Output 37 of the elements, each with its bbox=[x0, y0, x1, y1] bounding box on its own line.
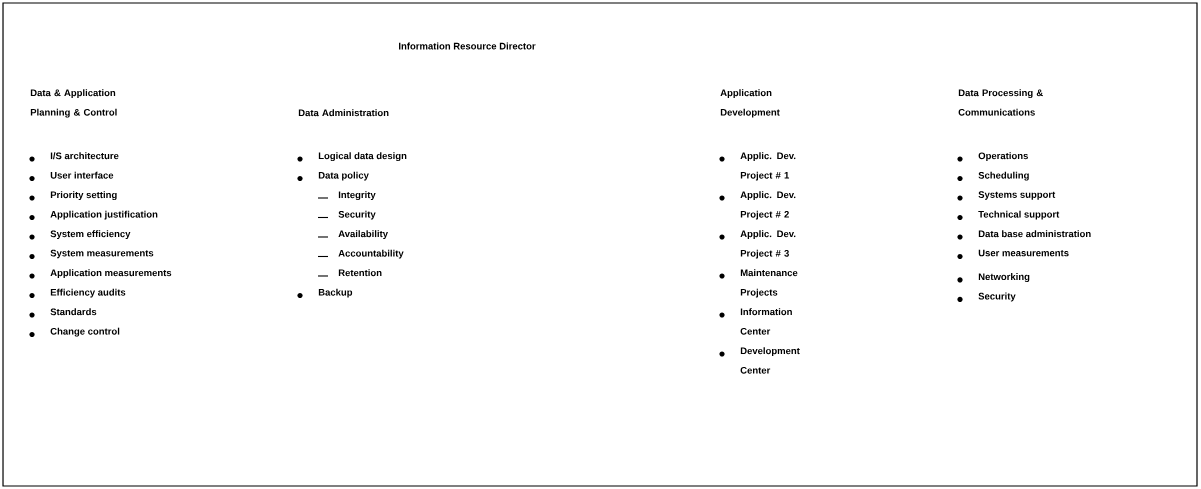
list-item: Standards bbox=[50, 308, 97, 316]
list-item: User measurements bbox=[978, 249, 1069, 257]
list-item: Application justification bbox=[50, 210, 158, 220]
list-item: Security bbox=[338, 210, 376, 220]
list-item: Application measurements bbox=[50, 269, 172, 279]
list-item: Backup bbox=[318, 288, 353, 298]
list-item: Networking bbox=[978, 273, 1030, 282]
list-item: User interface bbox=[50, 171, 114, 179]
list-item: Technical support bbox=[978, 210, 1060, 220]
list-item: Retention bbox=[338, 269, 382, 277]
list-item: Applic. Dev. Project # 1 bbox=[740, 152, 796, 181]
list-item: Systems support bbox=[978, 191, 1056, 200]
list-item: System measurements bbox=[50, 249, 154, 259]
list-item: Development Center bbox=[740, 347, 800, 374]
list-item: Integrity bbox=[338, 191, 376, 201]
list-item: Data policy bbox=[318, 171, 369, 181]
list-item: Logical data design bbox=[318, 152, 407, 162]
column-heading: Application Development bbox=[720, 89, 780, 118]
title: Information Resource Director bbox=[399, 42, 536, 50]
list-item: Availability bbox=[338, 230, 388, 240]
list-item: I/S architecture bbox=[50, 152, 119, 160]
list-item: Accountability bbox=[338, 249, 404, 259]
list-item: Operations bbox=[978, 152, 1028, 162]
list-item: Maintenance Projects bbox=[740, 269, 798, 298]
list-item: Scheduling bbox=[978, 171, 1029, 181]
list-item: Information Center bbox=[740, 308, 792, 335]
list-item: Efficiency audits bbox=[50, 288, 126, 298]
list-item: Data base administration bbox=[978, 230, 1091, 238]
list-item: Change control bbox=[50, 327, 120, 337]
column-heading: Data Administration bbox=[298, 109, 389, 117]
column-heading: Data & Application Planning & Control bbox=[30, 89, 117, 118]
list-item: Priority setting bbox=[50, 191, 117, 201]
list-item: Applic. Dev. Project # 3 bbox=[740, 230, 796, 259]
column-heading: Data Processing & Communications bbox=[958, 89, 1043, 116]
list-item: Applic. Dev. Project # 2 bbox=[740, 191, 796, 220]
list-item: System efficiency bbox=[50, 230, 131, 240]
list-item: Security bbox=[978, 292, 1016, 302]
